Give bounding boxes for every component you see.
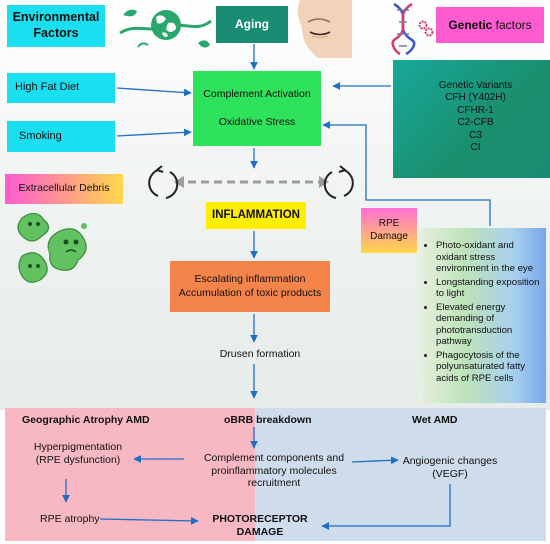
rpe-damage-label: RPE Damage <box>370 218 408 242</box>
wet-amd-title: Wet AMD <box>412 414 458 426</box>
geographic-atrophy-title: Geographic Atrophy AMD <box>22 414 150 426</box>
toxic-accumulation-label: Accumulation of toxic products <box>178 286 322 299</box>
genetic-factors-box: Genetic factors <box>436 7 544 43</box>
genetic-factors-rest-label: factors <box>492 17 532 32</box>
drusen-formation-label: Drusen formation <box>219 348 301 360</box>
escalating-inflammation-box: Escalating inflammation Accumulation of … <box>170 261 330 312</box>
hyperpigmentation-label: Hyperpigmentation (RPE dysfunction) <box>33 441 123 466</box>
gear-cluster-icon <box>418 20 434 38</box>
gene-variant-item: CI <box>470 142 481 153</box>
arrow-diet-to-complement <box>116 87 192 97</box>
arrow-smoking-to-complement <box>116 128 192 137</box>
geographic-atrophy-panel <box>5 408 255 541</box>
complement-activation-label: Complement Activation <box>203 88 311 101</box>
rpe-damage-box: RPE Damage <box>361 208 417 253</box>
rpe-factor-item: Elevated energy demanding of phototransd… <box>436 302 542 348</box>
inflammation-label: INFLAMMATION <box>212 209 300 222</box>
face-icon <box>290 0 352 58</box>
cycle-arrow-icon <box>323 165 354 199</box>
gene-variant-item: CFHR-1 <box>457 104 494 116</box>
angiogenic-changes-label: Angiogenic changes (VEGF) <box>402 455 498 480</box>
aging-box: Aging <box>216 6 288 43</box>
obrb-breakdown-label: oBRB breakdown <box>224 414 312 426</box>
extracellular-debris-box: Extracellular Debris <box>5 174 123 204</box>
complement-oxidative-box: Complement Activation Oxidative Stress <box>193 71 321 146</box>
genetic-factors-bold-label: Genetic <box>448 17 493 32</box>
smoking-box: Smoking <box>7 121 115 152</box>
high-fat-diet-label: High Fat Diet <box>15 81 80 94</box>
genetic-variants-box: Genetic Variants CFH (Y402H) CFHR-1 C2-C… <box>393 60 550 178</box>
wet-amd-panel <box>255 408 546 541</box>
photoreceptor-damage-label: PHOTORECEPTOR DAMAGE <box>212 513 308 538</box>
genetic-variants-title: Genetic Variants <box>438 79 513 91</box>
rpe-factors-box: Photo-oxidant and oxidant stress environ… <box>418 228 546 403</box>
cycle-arrow-icon <box>148 165 179 199</box>
complement-recruitment-label: Complement components and proinflammator… <box>203 452 345 490</box>
arrow-complement-to-angio <box>351 456 399 465</box>
extracellular-debris-label: Extracellular Debris <box>18 182 110 195</box>
arrow-rpe-to-oxidative <box>322 121 491 226</box>
rpe-factor-item: Longstanding exposition to light <box>436 277 542 300</box>
dna-icon <box>388 2 418 56</box>
globe-icon <box>118 3 213 51</box>
environmental-factors-box: Environmental Factors <box>7 5 105 47</box>
oxidative-stress-label: Oxidative Stress <box>218 115 296 128</box>
gene-variant-item: CFH (Y402H) <box>445 92 506 103</box>
rpe-factor-item: Photo-oxidant and oxidant stress environ… <box>436 240 542 275</box>
gene-variant-item: C2-CFB <box>457 117 494 128</box>
gene-variant-item: C3 <box>469 129 482 141</box>
aging-label: Aging <box>235 17 269 31</box>
smoking-label: Smoking <box>19 129 62 142</box>
dashed-arrowhead-left <box>174 176 184 188</box>
high-fat-diet-box: High Fat Diet <box>7 73 115 103</box>
rpe-factors-list: Photo-oxidant and oxidant stress environ… <box>424 240 542 384</box>
cell-cluster-icon <box>14 210 104 290</box>
arrow-angio-to-photoreceptor <box>321 484 451 530</box>
environmental-factors-label: Environmental Factors <box>12 10 100 40</box>
rpe-factor-item: Phagocytosis of the polyunsaturated fatt… <box>436 350 542 385</box>
escalating-inflammation-label: Escalating inflammation <box>194 273 306 286</box>
arrow-atrophy-to-photoreceptor <box>99 516 199 525</box>
rpe-atrophy-label: RPE atrophy <box>40 513 100 525</box>
inflammation-box: INFLAMMATION <box>206 202 306 229</box>
